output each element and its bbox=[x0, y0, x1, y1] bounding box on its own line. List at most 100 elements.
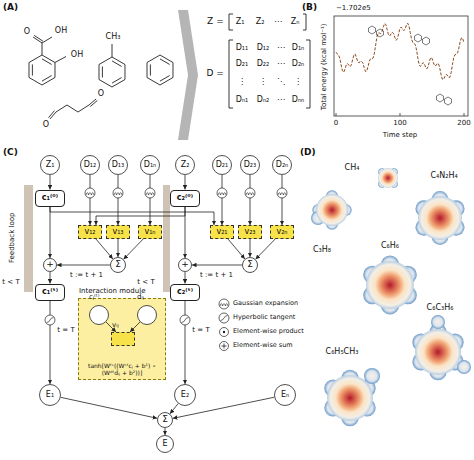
figure-label: ⋯ bbox=[274, 18, 282, 27]
figure-part bbox=[146, 193, 154, 196]
tanh-symbol bbox=[45, 315, 55, 325]
sum-operator: + bbox=[43, 258, 57, 272]
figure-part bbox=[220, 342, 229, 351]
figure-part bbox=[229, 14, 233, 30]
figure-part bbox=[229, 40, 233, 108]
figure-part bbox=[306, 40, 310, 108]
node-label: v₁₃ bbox=[112, 228, 123, 236]
figure-part bbox=[219, 299, 229, 309]
axis-tick bbox=[336, 113, 337, 116]
interaction-box: v₁₃ bbox=[106, 225, 130, 239]
connector bbox=[57, 265, 110, 266]
panel-letter: (A) bbox=[3, 3, 18, 13]
product-symbol bbox=[220, 328, 229, 337]
figure-label: D₂ₙ bbox=[292, 60, 305, 69]
node-label: v₁ₙ bbox=[144, 228, 155, 236]
figure-label: C₆H₆ bbox=[381, 242, 399, 251]
connector bbox=[185, 175, 186, 190]
figure-label: D₂₂ bbox=[257, 60, 270, 69]
node-label: + bbox=[181, 260, 189, 269]
ring-bond bbox=[377, 29, 384, 37]
circle-outline bbox=[137, 305, 157, 325]
connector bbox=[222, 175, 223, 225]
circle-outline bbox=[109, 156, 128, 175]
figure-label: ⋮ bbox=[238, 78, 246, 87]
figure-part bbox=[163, 185, 170, 292]
figure-label: Z₂ bbox=[256, 18, 265, 27]
circle-outline bbox=[111, 258, 126, 273]
circle-outline bbox=[141, 156, 160, 175]
ring-bond bbox=[160, 76, 170, 82]
tanh-symbol bbox=[180, 315, 190, 325]
figure-label: t := t + 1 bbox=[200, 272, 233, 280]
ring-bond bbox=[369, 26, 376, 34]
figure-label: ⋱ bbox=[277, 78, 285, 87]
figure-label: O bbox=[98, 90, 104, 99]
figure-label: O bbox=[24, 28, 30, 37]
node-label: E₂ bbox=[181, 391, 189, 399]
figure-label: 0 bbox=[334, 120, 338, 128]
connector bbox=[228, 239, 245, 259]
node-label: E bbox=[162, 440, 167, 448]
node-label: Eₙ bbox=[281, 391, 289, 399]
interaction-box: v₂₁ bbox=[210, 225, 234, 239]
panel-letter: (C) bbox=[3, 148, 18, 158]
connector bbox=[165, 428, 166, 435]
ring-bond bbox=[445, 97, 452, 105]
figure-label: C₃H₈ bbox=[313, 246, 331, 255]
circle-outline bbox=[175, 385, 196, 406]
bond bbox=[34, 35, 43, 41]
axis-tick bbox=[400, 113, 401, 116]
connector bbox=[185, 301, 186, 385]
figure-label: D₁ₙ bbox=[292, 44, 305, 53]
figure-part bbox=[220, 304, 228, 307]
gaussian-expansion-symbol bbox=[219, 299, 229, 309]
sum-operator: Σ bbox=[157, 412, 173, 428]
node-label: Σ bbox=[247, 260, 253, 269]
electrostatic-surface bbox=[378, 168, 398, 188]
figure-part bbox=[277, 188, 287, 198]
connector bbox=[118, 175, 119, 225]
state-box: c₂⁽ᵗ⁾ bbox=[170, 284, 200, 301]
gaussian-expansion-symbol bbox=[145, 188, 155, 198]
node-label: D₁₂ bbox=[84, 161, 97, 169]
connector bbox=[192, 265, 242, 266]
interaction-box: vᵢⱼ bbox=[111, 332, 135, 346]
connector bbox=[185, 272, 186, 284]
figure-label: OH bbox=[71, 51, 83, 60]
ring-bond bbox=[112, 78, 122, 84]
ring-bond bbox=[150, 64, 151, 75]
circle-outline bbox=[138, 306, 157, 325]
figure-label: t = T bbox=[192, 327, 209, 335]
figure-part bbox=[327, 375, 373, 421]
matrix-bracket bbox=[229, 14, 310, 108]
figure-part bbox=[431, 315, 445, 329]
figure-part bbox=[86, 193, 94, 196]
figure-label: Z₁ bbox=[236, 18, 245, 27]
figure-label: C₆C₃H₆ bbox=[427, 304, 454, 313]
bond bbox=[55, 57, 66, 63]
gaussian-expansion-symbol bbox=[217, 188, 227, 198]
figure-part bbox=[366, 261, 414, 309]
figure-part bbox=[219, 313, 229, 323]
ring-bond bbox=[42, 59, 52, 65]
circle-outline bbox=[89, 305, 109, 325]
circle-outline bbox=[81, 156, 100, 175]
distance-circle: D₁₃ bbox=[108, 155, 128, 175]
figure-label: = bbox=[216, 17, 224, 27]
electrostatic-surface bbox=[412, 315, 471, 380]
node-label: v₂₃ bbox=[244, 228, 255, 236]
state-box: c₂⁽⁰⁾ bbox=[170, 190, 200, 207]
legend-text: Element-wise sum bbox=[233, 342, 293, 349]
figure-label: O bbox=[43, 121, 49, 130]
figure-part bbox=[45, 315, 55, 325]
distance-circle: D₂ₙ bbox=[272, 155, 292, 175]
ring-bond bbox=[102, 66, 103, 77]
figure-part bbox=[218, 193, 226, 196]
module-ground bbox=[78, 298, 166, 380]
bond bbox=[112, 44, 113, 57]
figure-part bbox=[113, 188, 123, 198]
node-label: Σ bbox=[162, 415, 168, 424]
